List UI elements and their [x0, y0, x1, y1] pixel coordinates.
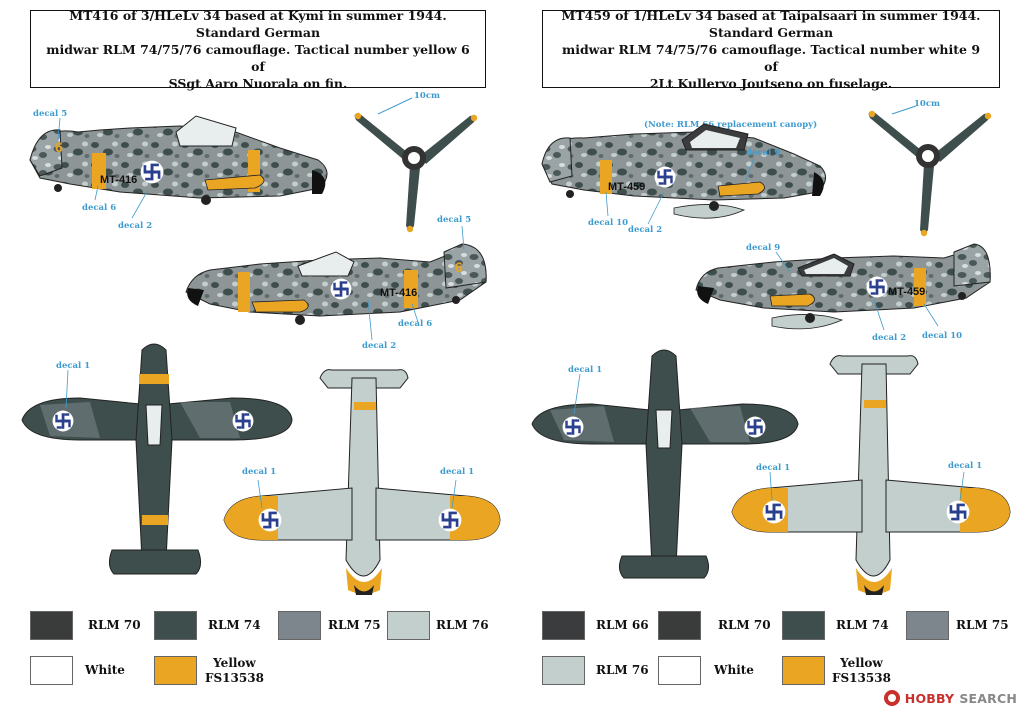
aircraft-caption: MT459 of 1/HLeLv 34 based at Taipalsaari…: [542, 7, 1000, 91]
swatch-rlm70-label: RLM 70: [88, 618, 141, 632]
decal-callouts-side-1: [57, 117, 149, 219]
decal-6-label-starboard: decal 6: [398, 319, 432, 329]
fin-number: 6: [55, 139, 63, 155]
swatch-rlm70-label: RLM 70: [718, 618, 771, 632]
swatch-rlm66: [542, 611, 585, 640]
top-view: [531, 349, 799, 579]
prop-size-label: 10cm: [914, 99, 940, 109]
swatch-rlm74-label: RLM 74: [836, 618, 889, 632]
tactical-number-starboard: MT-416: [380, 287, 417, 299]
hobbysearch-watermark: HOBBY SEARCH: [883, 690, 1017, 706]
tactical-number: MT-416: [100, 174, 137, 186]
swatch-white-label: White: [85, 663, 125, 677]
swatch-yellow-name: Yellow: [840, 656, 883, 670]
swatch-yellow-code: FS13538: [832, 671, 891, 685]
decal-10-label: decal 10: [588, 218, 628, 228]
swatch-rlm74-label: RLM 74: [208, 618, 261, 632]
decal-callouts-side-2: [367, 225, 465, 341]
swatch-yellow-label: Yellow FS13538: [205, 656, 264, 686]
decal-5-label: decal 5: [33, 109, 67, 119]
swatch-yellow-label: Yellow FS13538: [832, 656, 891, 686]
caption-line-2: midwar RLM 74/75/76 camouflage. Tactical…: [561, 41, 981, 74]
swatch-rlm74: [782, 611, 825, 640]
decal-callouts-side-1: [605, 157, 755, 225]
left-profile-panel: MT416 of 3/HLeLv 34 based at Kymi in sum…: [0, 0, 513, 712]
tactical-number-starboard: MT-459: [888, 286, 925, 298]
swatch-yellow: [154, 656, 197, 685]
right-artwork: (Note: RLM 66 replacement canopy) 10cm: [531, 99, 1011, 595]
side-view-port: MT-416 6: [29, 115, 328, 205]
left-artwork: 10cm MT-416 6 decal 5 decal 6 decal 2: [21, 91, 501, 595]
decal-5-label-starboard: decal 5: [437, 215, 471, 225]
decal-2-label: decal 2: [628, 225, 662, 235]
decal-1-label-top: decal 1: [568, 365, 602, 375]
decal-1-label-top: decal 1: [56, 361, 90, 371]
caption-line-3: SSgt Aaro Nuorala on fin.: [168, 75, 348, 91]
decal-1-label-under-right: decal 1: [440, 467, 474, 477]
decal-9-label: decal 9: [746, 148, 780, 158]
swatch-rlm76: [387, 611, 430, 640]
swatch-rlm66-label: RLM 66: [596, 618, 649, 632]
decal-callouts-side-2: [775, 251, 939, 331]
swatch-rlm75: [906, 611, 949, 640]
swatch-rlm75-label: RLM 75: [328, 618, 381, 632]
side-view-starboard: MT-459: [695, 243, 991, 330]
swatch-rlm76-label: RLM 76: [436, 618, 489, 632]
decal-6-label: decal 6: [82, 203, 116, 213]
decal-2-label-starboard: decal 2: [872, 333, 906, 343]
swatch-white: [658, 656, 701, 685]
watermark-part-1: HOBBY: [904, 690, 955, 706]
swatch-rlm76: [542, 656, 585, 685]
swatch-yellow-code: FS13538: [205, 671, 264, 685]
top-view: [21, 343, 293, 575]
swatch-rlm76-label: RLM 76: [596, 663, 649, 677]
aircraft-caption: MT416 of 3/HLeLv 34 based at Kymi in sum…: [30, 7, 486, 91]
fin-number-starboard: 6: [455, 259, 463, 275]
underside-view: [731, 355, 1011, 595]
swatch-white: [30, 656, 73, 685]
decal-10-label-starboard: decal 10: [922, 331, 962, 341]
decal-2-label: decal 2: [118, 221, 152, 231]
tactical-number: MT-459: [608, 181, 645, 193]
decal-1-label-under-left: decal 1: [756, 463, 790, 473]
caption-line-1: MT416 of 3/HLeLv 34 based at Kymi in sum…: [69, 7, 447, 40]
decal-9-label-starboard: decal 9: [746, 243, 780, 253]
prop-size-label: 10cm: [414, 91, 440, 101]
side-view-starboard: MT-416 6: [185, 243, 487, 325]
swatch-rlm70: [658, 611, 701, 640]
right-profile-panel: MT459 of 1/HLeLv 34 based at Taipalsaari…: [514, 0, 1027, 712]
decal-2-label-starboard: decal 2: [362, 341, 396, 351]
canopy-note: (Note: RLM 66 replacement canopy): [644, 119, 817, 130]
swatch-rlm74: [154, 611, 197, 640]
caption-line-2: midwar RLM 74/75/76 camouflage. Tactical…: [46, 41, 470, 74]
hobbysearch-logo-icon: [883, 690, 900, 706]
swatch-yellow: [782, 656, 825, 685]
decal-1-label-under-right: decal 1: [948, 461, 982, 471]
side-view-port: MT-459: [541, 123, 826, 219]
decal-1-label-under-left: decal 1: [242, 467, 276, 477]
swatch-white-label: White: [714, 663, 754, 677]
swatch-rlm75: [278, 611, 321, 640]
caption-line-1: MT459 of 1/HLeLv 34 based at Taipalsaari…: [561, 7, 981, 40]
propeller-drawing: [354, 97, 478, 233]
swatch-yellow-name: Yellow: [213, 656, 256, 670]
underside-view: [223, 369, 501, 595]
watermark-part-2: SEARCH: [959, 690, 1017, 706]
caption-line-3: 2Lt Kullervo Joutseno on fuselage.: [649, 75, 893, 91]
swatch-rlm70: [30, 611, 73, 640]
propeller-drawing: [868, 105, 992, 237]
swatch-rlm75-label: RLM 75: [956, 618, 1009, 632]
